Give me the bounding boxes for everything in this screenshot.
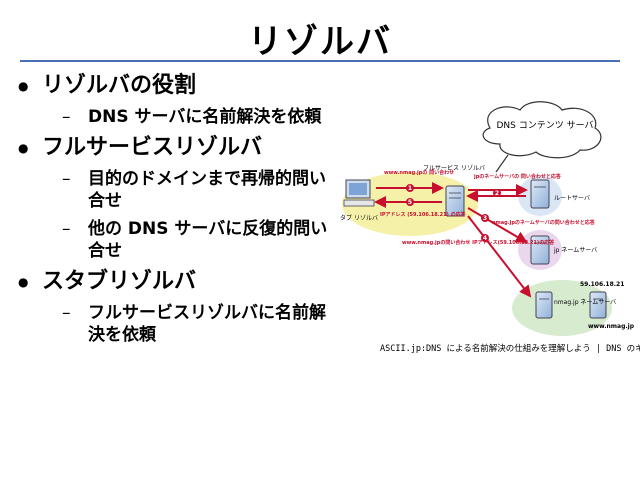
bullet-full-service-resolver: フルサービスリゾルバ [18, 134, 338, 162]
bullet-outline: リゾルバの役割 DNS サーバに名前解決を依頼 フルサービスリゾルバ 目的のドメ… [18, 66, 338, 352]
query-4-label: www.nmag.jpの問い合わせ IPアドレス(59.106.18.21)の応… [402, 239, 555, 246]
web-server-icon [589, 291, 607, 319]
sub-bullet-recursive-query: 目的のドメインまで再帰的問い合せ [18, 168, 338, 212]
step-3: 3 [483, 215, 487, 222]
cloud-label: DNS コンテンツ サーバ [496, 120, 593, 131]
nmag-ip-label: 59.106.18.21 [580, 281, 624, 288]
bullet-resolver-role: リゾルバの役割 [18, 72, 338, 100]
root-server-label: ルートサーバ [554, 195, 590, 202]
bullet-stub-resolver: スタブリゾルバ [18, 268, 338, 296]
dns-resolution-diagram: DNS コンテンツ サーバ スタブ リゾルバ フルサービス リゾルバ ルートサー… [340, 101, 635, 336]
stub-resolver-pc-icon [343, 179, 375, 207]
query-2-label: jpのネームサーバの 問い合わせと応答 [473, 173, 562, 180]
nmag-name-server-label: nmag.jp ネームサーバ [554, 299, 616, 306]
query-3-label: nmag.jpのネームサーバの問い合わせと応答 [492, 219, 596, 226]
jp-name-server-label: jp ネームサーバ [553, 247, 597, 254]
sub-bullet-delegate-to-full: フルサービスリゾルバに名前解決を依頼 [18, 302, 338, 346]
slide-title: リゾルバ [248, 22, 392, 62]
query-1-label: www.nmag.jpの 問い合わせ [384, 169, 454, 176]
step-2: 2 [495, 190, 499, 197]
jp-name-server-icon [530, 235, 550, 265]
step-1: 1 [408, 185, 412, 192]
sub-bullet-request-resolution: DNS サーバに名前解決を依頼 [18, 106, 338, 128]
stub-resolver-label: スタブ リゾルバ [340, 214, 378, 222]
step-4: 4 [483, 235, 487, 242]
full-service-resolver-label: フルサービス リゾルバ [423, 164, 485, 172]
answer-1-label: IPアドレス (59.106.18.21) の応答 [380, 211, 467, 218]
step-5: 5 [408, 199, 412, 206]
sub-bullet-iterative-query: 他の DNS サーバに反復的問い合せ [18, 218, 338, 262]
root-server-icon [530, 179, 550, 209]
nmag-name-server-icon [535, 291, 553, 319]
source-caption: ASCII.jp:DNS による名前解決の仕組みを理解しよう | DNS のキホ… [380, 344, 640, 354]
dns-contents-server-cloud: DNS コンテンツ サーバ [482, 101, 602, 173]
full-service-resolver-server-icon [445, 185, 465, 217]
title-underline [20, 60, 620, 62]
www-nmag-label: www.nmag.jp [588, 323, 635, 330]
